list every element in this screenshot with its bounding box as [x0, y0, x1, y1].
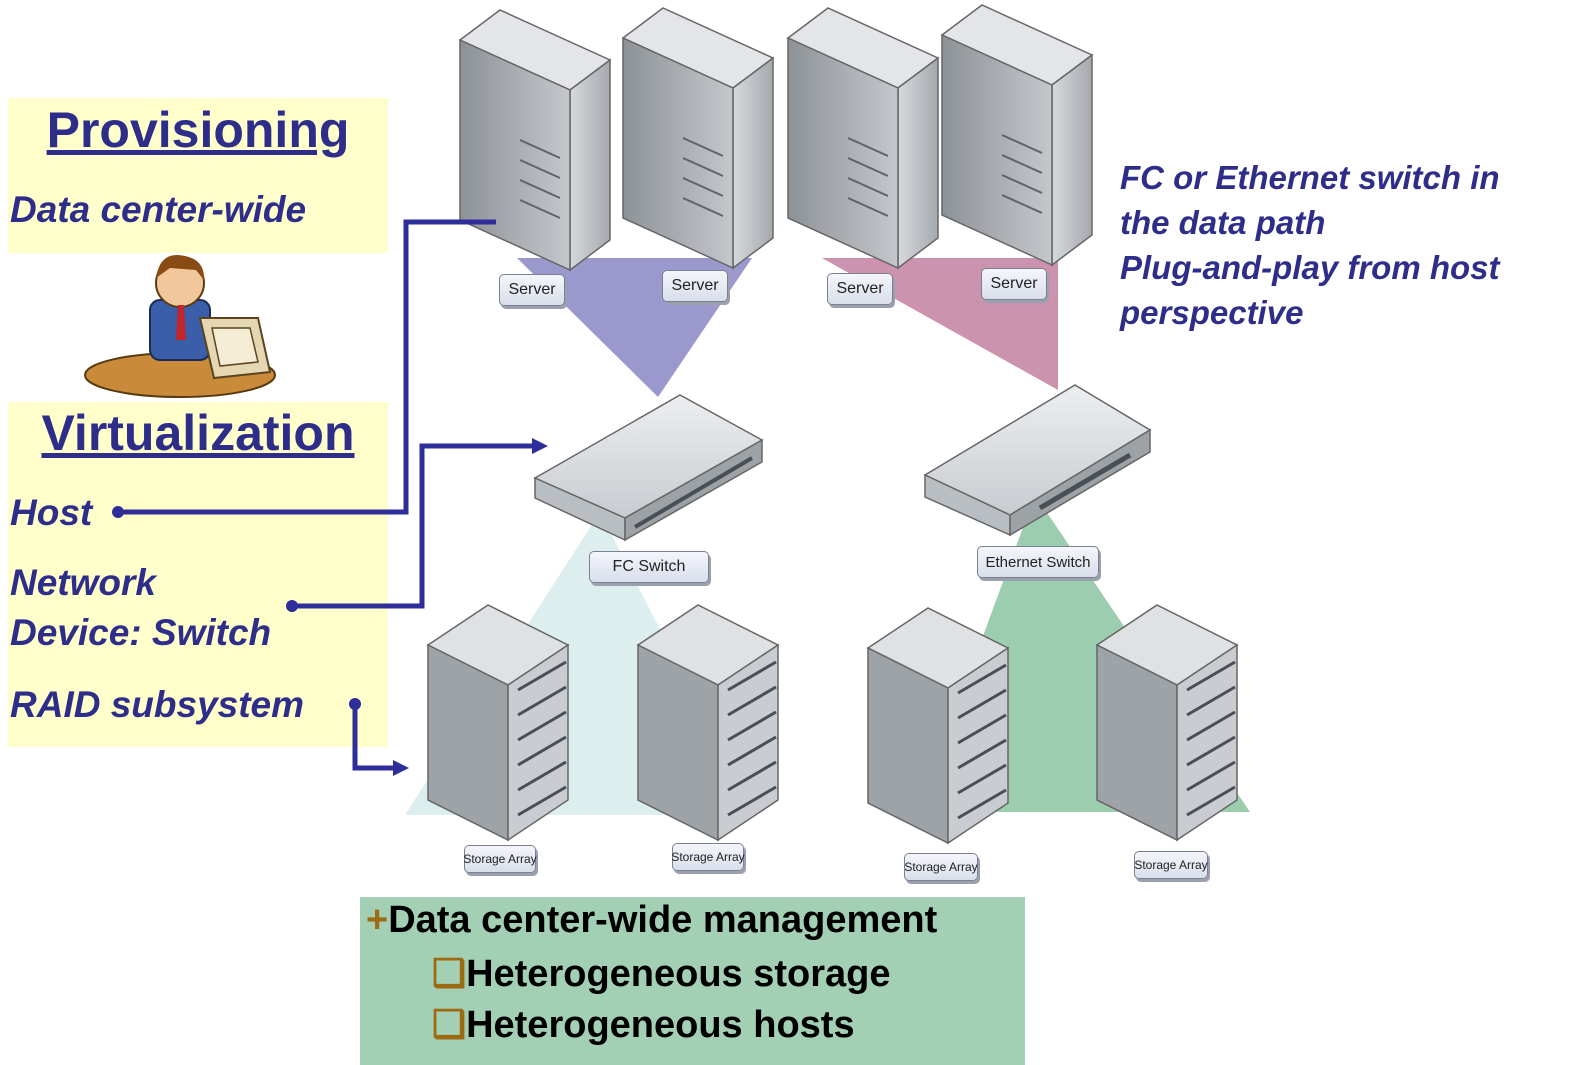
- management-title: +Data center-wide management: [366, 899, 937, 942]
- fc-switch-label: FC Switch: [589, 551, 709, 583]
- server-label: Server: [662, 270, 728, 302]
- checkbox-bullet-icon: ❑: [432, 953, 467, 995]
- raid-connector: [352, 706, 395, 771]
- management-item-text: Heterogeneous hosts: [466, 1004, 855, 1046]
- network-arrowhead: [532, 438, 548, 454]
- switch-note: FC or Ethernet switch in the data path P…: [1120, 155, 1500, 335]
- provisioning-panel: [8, 98, 388, 253]
- server-label: Server: [981, 268, 1047, 300]
- management-item: ❑Heterogeneous hosts: [432, 1002, 855, 1047]
- checkbox-bullet-icon: ❑: [432, 1004, 467, 1046]
- server-label: Server: [499, 274, 565, 306]
- server-2: [621, 7, 775, 270]
- storage-array-label: Storage Array: [904, 853, 978, 881]
- storage-array-1: [426, 604, 570, 842]
- storage-bays: [517, 660, 1236, 820]
- network-connector: [292, 443, 532, 609]
- server-3: [786, 7, 940, 270]
- management-item-text: Heterogeneous storage: [466, 953, 891, 995]
- host-connector: [118, 219, 496, 515]
- note-line: perspective: [1120, 294, 1304, 331]
- level-network-device: Device: Switch: [10, 612, 272, 653]
- storage-array-4: [1095, 604, 1239, 842]
- server-4: [940, 4, 1094, 267]
- connector-lines: [118, 219, 532, 771]
- virtualization-panel: [8, 402, 388, 747]
- storage-array-label: Storage Array: [671, 843, 745, 871]
- management-title-text: Data center-wide management: [388, 899, 938, 941]
- note-line: Plug-and-play from host: [1120, 249, 1500, 286]
- provisioning-scope: Data center-wide: [10, 189, 307, 230]
- level-host: Host: [10, 492, 93, 533]
- storage-array-label: Storage Array: [463, 845, 537, 873]
- note-line: the data path: [1120, 204, 1326, 241]
- provisioning-heading: Provisioning: [46, 102, 350, 158]
- ethernet-switch-label: Ethernet Switch: [977, 546, 1099, 578]
- level-network: Network: [10, 562, 156, 603]
- ethernet-switch-device: [923, 384, 1152, 537]
- fc-switch-device: [533, 394, 764, 542]
- virtualization-heading: Virtualization: [41, 405, 355, 461]
- raid-arrowhead: [393, 760, 409, 776]
- management-box: +Data center-wide management ❑Heterogene…: [360, 897, 1025, 1065]
- server-1: [458, 9, 612, 272]
- management-item: ❑Heterogeneous storage: [432, 951, 891, 996]
- server-label: Server: [827, 273, 893, 305]
- note-line: FC or Ethernet switch in: [1120, 159, 1500, 196]
- level-raid: RAID subsystem: [10, 684, 305, 725]
- admin-person-image: [84, 254, 276, 398]
- plus-bullet: +: [366, 899, 389, 941]
- server-vents: [519, 134, 1043, 219]
- storage-array-label: Storage Array: [1134, 851, 1208, 879]
